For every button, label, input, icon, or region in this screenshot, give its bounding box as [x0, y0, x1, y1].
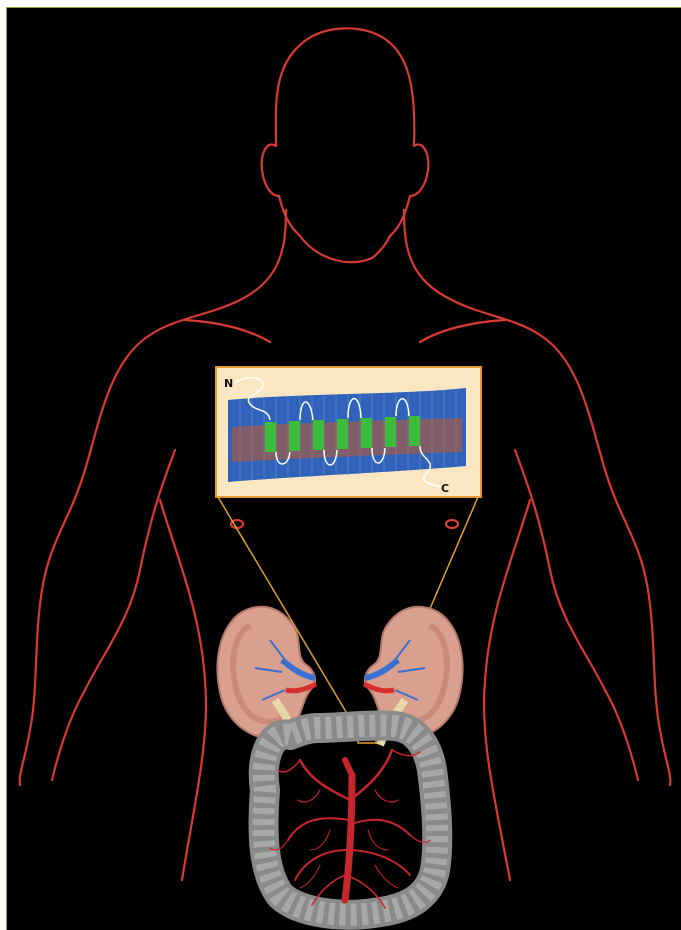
right-torso-side: [484, 500, 530, 880]
right-arm-inner: [515, 450, 638, 780]
right-arm-outer: [605, 470, 670, 785]
helix-3: [313, 420, 324, 450]
left-arm-inner: [52, 450, 175, 780]
helix-2: [289, 421, 300, 451]
right-nipple: [446, 520, 458, 528]
left-arm-outer: [20, 470, 85, 785]
helix-1: [265, 422, 276, 452]
c-terminus-label: C: [441, 482, 449, 495]
mesenteric-vessels: [270, 750, 430, 908]
left-collarbone: [185, 320, 270, 342]
helix-5: [361, 418, 372, 448]
helix-4: [337, 419, 348, 449]
membrane-protein-inset: N C: [216, 367, 481, 497]
right-collarbone: [420, 320, 505, 342]
chin-outline: [300, 236, 390, 262]
helix-6: [385, 417, 396, 447]
head-outline: [262, 28, 429, 236]
left-torso-side: [160, 500, 206, 880]
helix-7: [409, 416, 420, 446]
n-terminus-label: N: [224, 377, 233, 390]
